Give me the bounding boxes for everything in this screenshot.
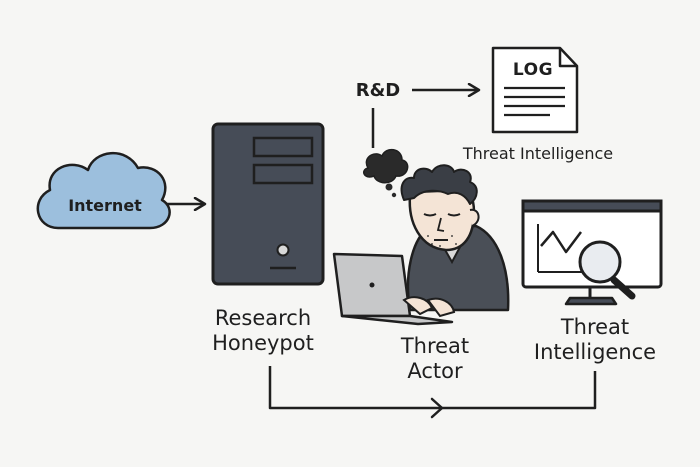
server-tower-icon xyxy=(211,122,325,286)
honeypot-label-line1: Research xyxy=(214,306,312,330)
threat-actor-label: Threat Actor xyxy=(370,334,500,384)
threat-intelligence-label: Threat Intelligence xyxy=(515,315,675,365)
threat-intelligence-label-line1: Threat xyxy=(560,315,630,339)
log-caption: Threat Intelligence xyxy=(462,144,614,163)
rd-label: R&D xyxy=(355,80,401,101)
bottom-arrowhead xyxy=(430,397,444,419)
internet-label: Internet xyxy=(68,196,142,215)
honeypot-label-line2: Honeypot xyxy=(212,331,314,355)
cloud-icon xyxy=(36,151,171,230)
log-document-label: LOG xyxy=(512,60,554,80)
log-document-icon xyxy=(491,46,579,134)
threat-intelligence-label-line2: Intelligence xyxy=(533,340,657,364)
threat-actor-label-line2: Actor xyxy=(407,359,463,383)
threat-actor-figure xyxy=(400,164,510,312)
thought-bubble-icon xyxy=(363,148,409,198)
laptop-icon xyxy=(332,252,456,326)
magnifier-icon xyxy=(578,240,636,300)
bottom-connector-line xyxy=(268,366,597,410)
honeypot-label: Research Honeypot xyxy=(188,306,338,356)
threat-actor-label-line1: Threat xyxy=(400,334,470,358)
